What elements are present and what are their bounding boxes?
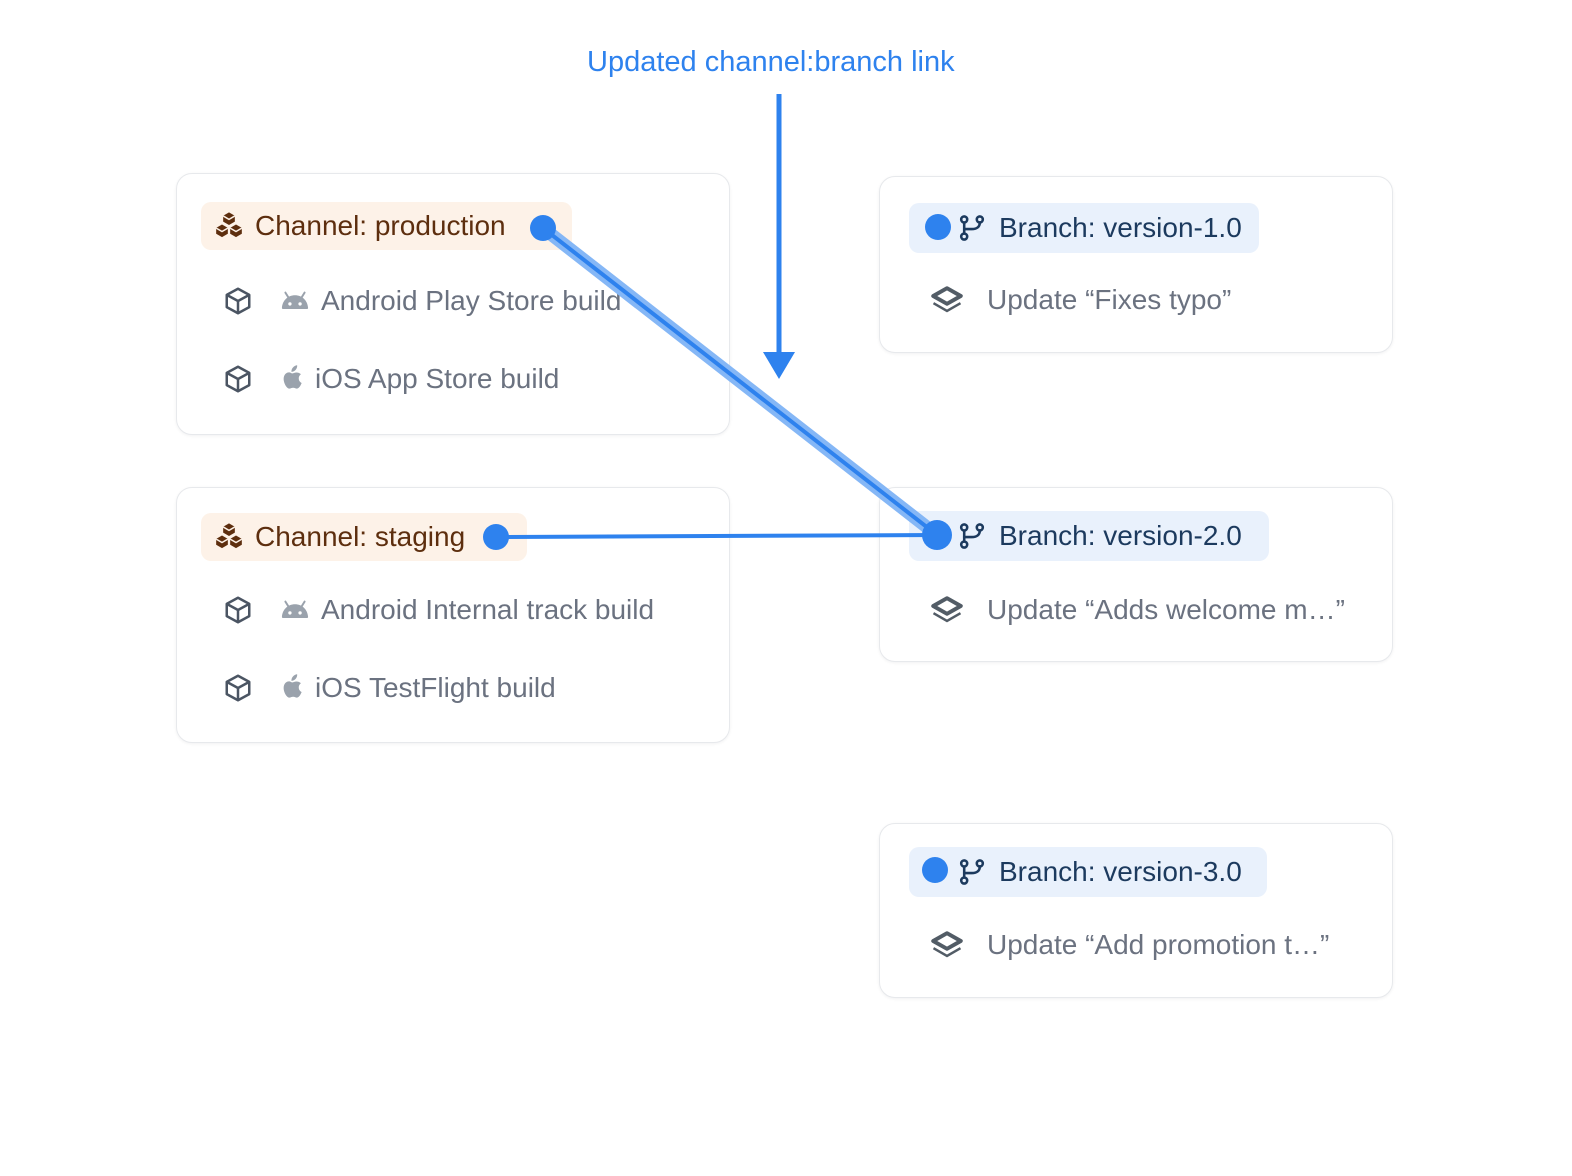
package-icon [223,364,253,394]
update-label: Update “Add promotion t…” [987,929,1330,960]
branch-label: Branch: version-3.0 [999,856,1242,887]
branch-pill: Branch: version-1.0 [909,203,1259,253]
channel-pill-staging: Channel: staging [201,513,527,561]
branch-label: Branch: version-2.0 [999,520,1242,551]
build-label: Android Play Store build [321,285,622,316]
stack-icon [215,212,243,240]
package-icon [223,673,253,703]
build-row: iOS TestFlight build [223,671,556,705]
update-label: Update “Adds welcome m…” [987,594,1345,625]
build-label: Android Internal track build [321,594,655,625]
update-row: Update “Adds welcome m…” [929,593,1345,627]
build-row: iOS App Store build [223,362,559,396]
layers-icon [929,929,965,962]
branch-card-version-1: Branch: version-1.0 Update “Fixes typo” [879,176,1393,353]
branch-pill: Branch: version-3.0 [909,847,1267,897]
git-branch-icon [957,213,987,243]
update-row: Update “Fixes typo” [929,283,1231,317]
channel-card-staging: Channel: staging Android Internal track … [176,487,730,743]
branch-label: Branch: version-1.0 [999,212,1242,243]
channel-label: Channel: production [255,210,506,241]
stack-icon [215,523,243,551]
android-icon [279,600,311,620]
channel-label: Channel: staging [255,521,466,552]
build-row: Android Play Store build [223,284,621,318]
git-branch-icon [957,521,987,551]
build-row: Android Internal track build [223,593,654,627]
update-label: Update “Fixes typo” [987,284,1232,315]
package-icon [223,595,253,625]
channel-card-production: Channel: production Android Play Store b… [176,173,730,435]
branch-card-version-3: Branch: version-3.0 Update “Add promotio… [879,823,1393,998]
branch-card-version-2: Branch: version-2.0 Update “Adds welcome… [879,487,1393,662]
git-branch-icon [957,857,987,887]
layers-icon [929,284,965,317]
build-label: iOS TestFlight build [315,672,556,703]
layers-icon [929,594,965,627]
build-label: iOS App Store build [315,363,560,394]
package-icon [223,286,253,316]
update-row: Update “Add promotion t…” [929,928,1329,962]
apple-icon [279,364,305,394]
annotation-arrowhead-icon [763,352,795,379]
channel-pill-production: Channel: production [201,202,572,250]
branch-pill: Branch: version-2.0 [909,511,1269,561]
android-icon [279,291,311,311]
apple-icon [279,673,305,703]
annotation-label: Updated channel:branch link [587,46,955,78]
